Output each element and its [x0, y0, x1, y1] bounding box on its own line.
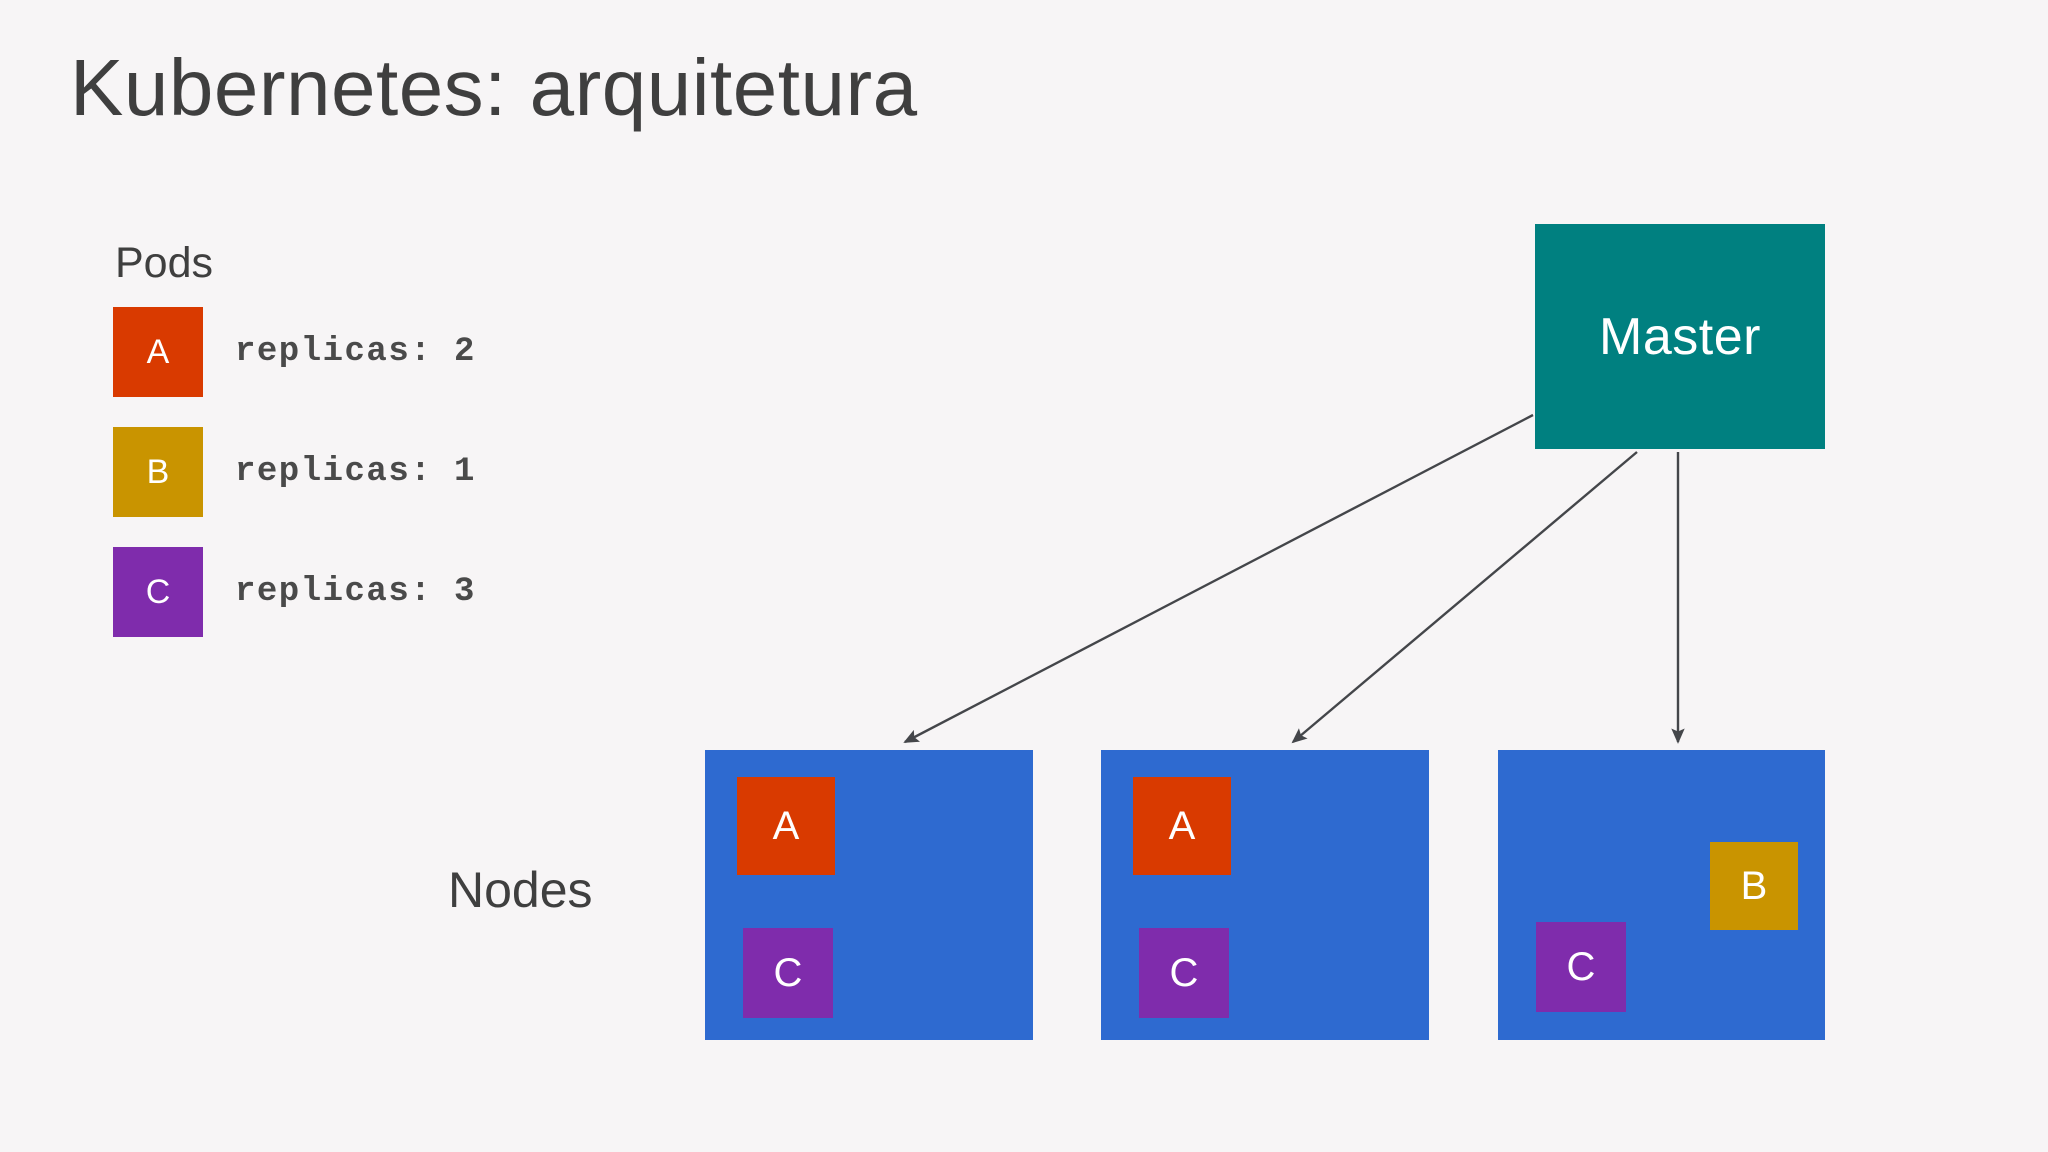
- legend-item-a: A replicas: 2: [113, 307, 474, 397]
- node-3-pod-b: B: [1710, 842, 1798, 930]
- legend-item-c: C replicas: 3: [113, 547, 474, 637]
- pod-replicas-b: replicas: 1: [235, 453, 476, 491]
- pod-swatch-a: A: [113, 307, 203, 397]
- legend-item-b: B replicas: 1: [113, 427, 474, 517]
- node-1-pod-a: A: [737, 777, 835, 875]
- node-1-pod-c: C: [743, 928, 833, 1018]
- node-2-pod-c: C: [1139, 928, 1229, 1018]
- pod-swatch-c: C: [113, 547, 203, 637]
- node-3-pod-c: C: [1536, 922, 1626, 1012]
- arrow-master-to-node-1: [903, 413, 1534, 744]
- pod-swatch-b: B: [113, 427, 203, 517]
- nodes-section-label: Nodes: [448, 862, 593, 918]
- master-node-box: Master: [1535, 224, 1825, 449]
- node-2-pod-a: A: [1133, 777, 1231, 875]
- pod-replicas-c: replicas: 3: [235, 573, 476, 611]
- page-title: Kubernetes: arquitetura: [70, 43, 918, 132]
- pod-replicas-a: replicas: 2: [235, 333, 476, 371]
- node-box-3: B C: [1498, 750, 1825, 1040]
- master-node-label: Master: [1599, 307, 1761, 366]
- node-box-2: A C: [1101, 750, 1429, 1040]
- arrow-master-to-node-2: [1291, 451, 1638, 744]
- pods-legend-heading: Pods: [115, 239, 214, 287]
- pods-legend: Pods A replicas: 2 B replicas: 1 C repli…: [113, 239, 474, 667]
- node-box-1: A C: [705, 750, 1033, 1040]
